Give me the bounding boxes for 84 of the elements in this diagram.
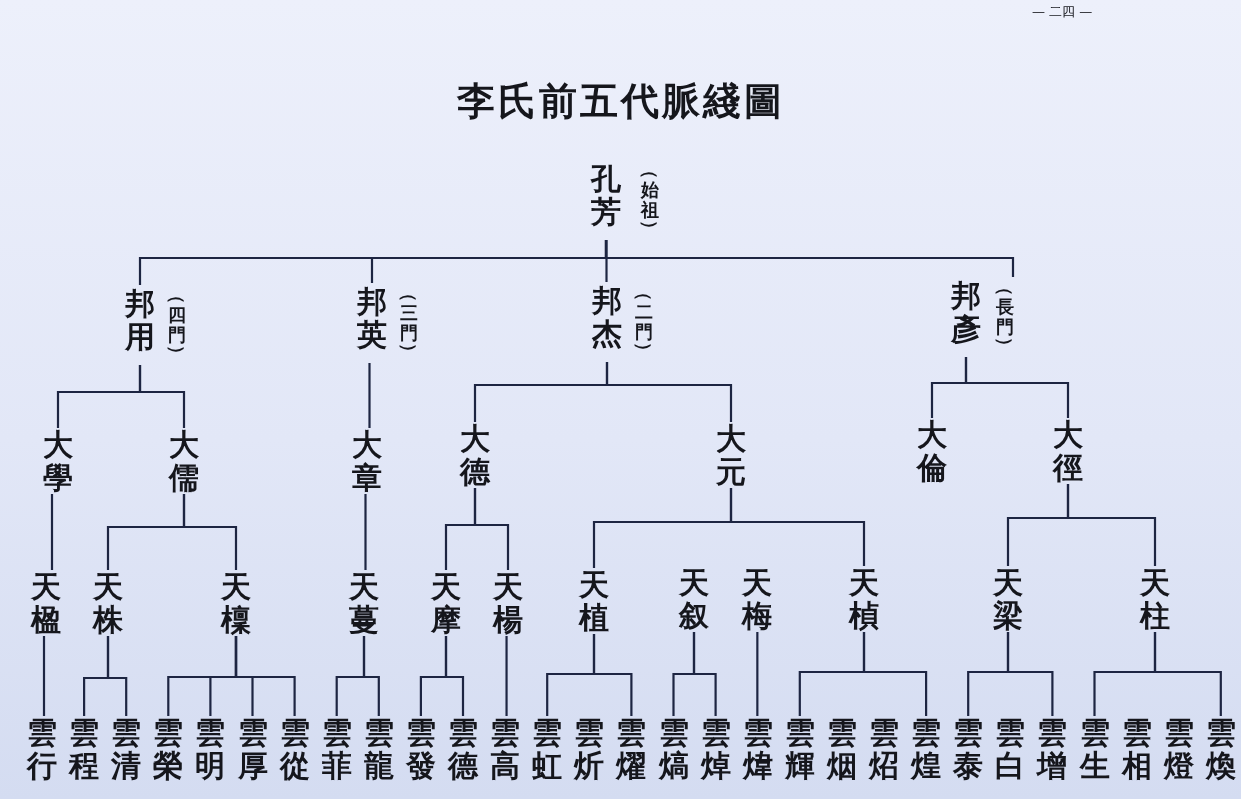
person-name: 雲焯 <box>700 716 731 782</box>
connector-line <box>605 240 608 282</box>
person-name: 天檁 <box>221 570 251 636</box>
person-name: 雲從 <box>279 716 310 782</box>
person-name: 雲烟 <box>826 716 857 782</box>
person-name: 雲增 <box>1037 716 1068 782</box>
person-name: 雲輝 <box>784 716 815 782</box>
connector-line <box>964 357 1070 418</box>
connector-line <box>182 494 238 570</box>
person-name: 雲榮 <box>153 716 184 782</box>
person-name: 天梅 <box>742 566 772 632</box>
person-name: 雲燈 <box>1163 716 1194 782</box>
person-name: 天梁 <box>993 566 1023 632</box>
person-name: 邦彥 <box>951 279 981 345</box>
person-name: 雲相 <box>1121 716 1152 782</box>
connector-line <box>473 488 510 570</box>
person-name: 雲生 <box>1079 716 1110 782</box>
person-name: 雲高 <box>490 716 521 782</box>
branch-note: （四門） <box>168 285 186 365</box>
branch-note: （始祖） <box>641 160 659 240</box>
person-name: 大德 <box>460 422 490 488</box>
person-name: 雲熇 <box>658 716 689 782</box>
person-name: 天植 <box>579 568 609 634</box>
connector-line <box>604 240 1015 277</box>
person-name: 雲龍 <box>363 716 394 782</box>
person-name: 天叙 <box>679 566 709 632</box>
person-name: 雲厚 <box>237 716 268 782</box>
person-name: 大章 <box>352 428 382 494</box>
branch-note: （長門） <box>996 277 1014 357</box>
connector-line <box>692 632 717 716</box>
person-name: 雲炘 <box>574 716 605 782</box>
connector-line <box>505 636 508 716</box>
person-name: 天柱 <box>1140 566 1170 632</box>
connector-line <box>50 494 54 570</box>
person-name: 天楨 <box>849 566 879 632</box>
person-name: 雲程 <box>69 716 100 782</box>
person-name: 雲虹 <box>532 716 563 782</box>
connector-line <box>605 362 733 422</box>
person-name: 雲明 <box>195 716 226 782</box>
connector-line <box>42 636 46 716</box>
person-name: 雲白 <box>995 716 1026 782</box>
person-name: 邦杰 <box>592 284 622 350</box>
person-name: 雲泰 <box>953 716 984 782</box>
connector-line <box>729 488 866 566</box>
branch-note: （三門） <box>400 283 418 363</box>
connector-line <box>362 636 380 716</box>
branch-note: （二門） <box>635 282 653 362</box>
person-name: 大元 <box>716 422 746 488</box>
connector-line <box>756 632 759 716</box>
person-name: 雲燿 <box>616 716 647 782</box>
person-name: 孔芳 <box>591 162 621 228</box>
page-number: — 二四 — <box>1032 4 1093 20</box>
person-name: 大學 <box>43 428 73 494</box>
person-name: 雲炤 <box>869 716 899 782</box>
person-name: 雲煥 <box>1205 716 1236 782</box>
connector-line <box>364 494 367 570</box>
person-name: 天楊 <box>493 570 523 636</box>
person-name: 天摩 <box>431 570 461 636</box>
connector-line <box>1153 632 1222 716</box>
person-name: 雲發 <box>405 716 436 782</box>
person-name: 邦用 <box>125 287 155 353</box>
person-name: 雲行 <box>27 716 57 782</box>
connector-line <box>368 363 371 428</box>
connector-line <box>138 365 186 428</box>
connector-line <box>234 636 296 716</box>
person-name: 天蔓 <box>349 570 379 636</box>
person-name: 大儒 <box>169 428 199 494</box>
connector-line <box>444 636 465 716</box>
person-name: 雲煒 <box>742 716 773 782</box>
person-name: 天楹 <box>31 570 61 636</box>
person-name: 大倫 <box>917 418 947 484</box>
connector-line <box>592 634 633 716</box>
diagram-title: 李氏前五代脈綫圖 <box>456 78 785 124</box>
connector-line <box>106 636 128 716</box>
connector-line <box>1066 484 1157 566</box>
person-name: 雲德 <box>448 716 478 782</box>
person-name: 大徑 <box>1053 418 1083 484</box>
person-name: 天株 <box>93 570 123 636</box>
person-name: 雲清 <box>111 716 142 782</box>
person-name: 雲煌 <box>911 716 942 782</box>
connector-line <box>1006 632 1054 716</box>
connector-line <box>862 632 928 716</box>
person-name: 邦英 <box>357 285 387 351</box>
person-name: 雲菲 <box>321 716 352 782</box>
